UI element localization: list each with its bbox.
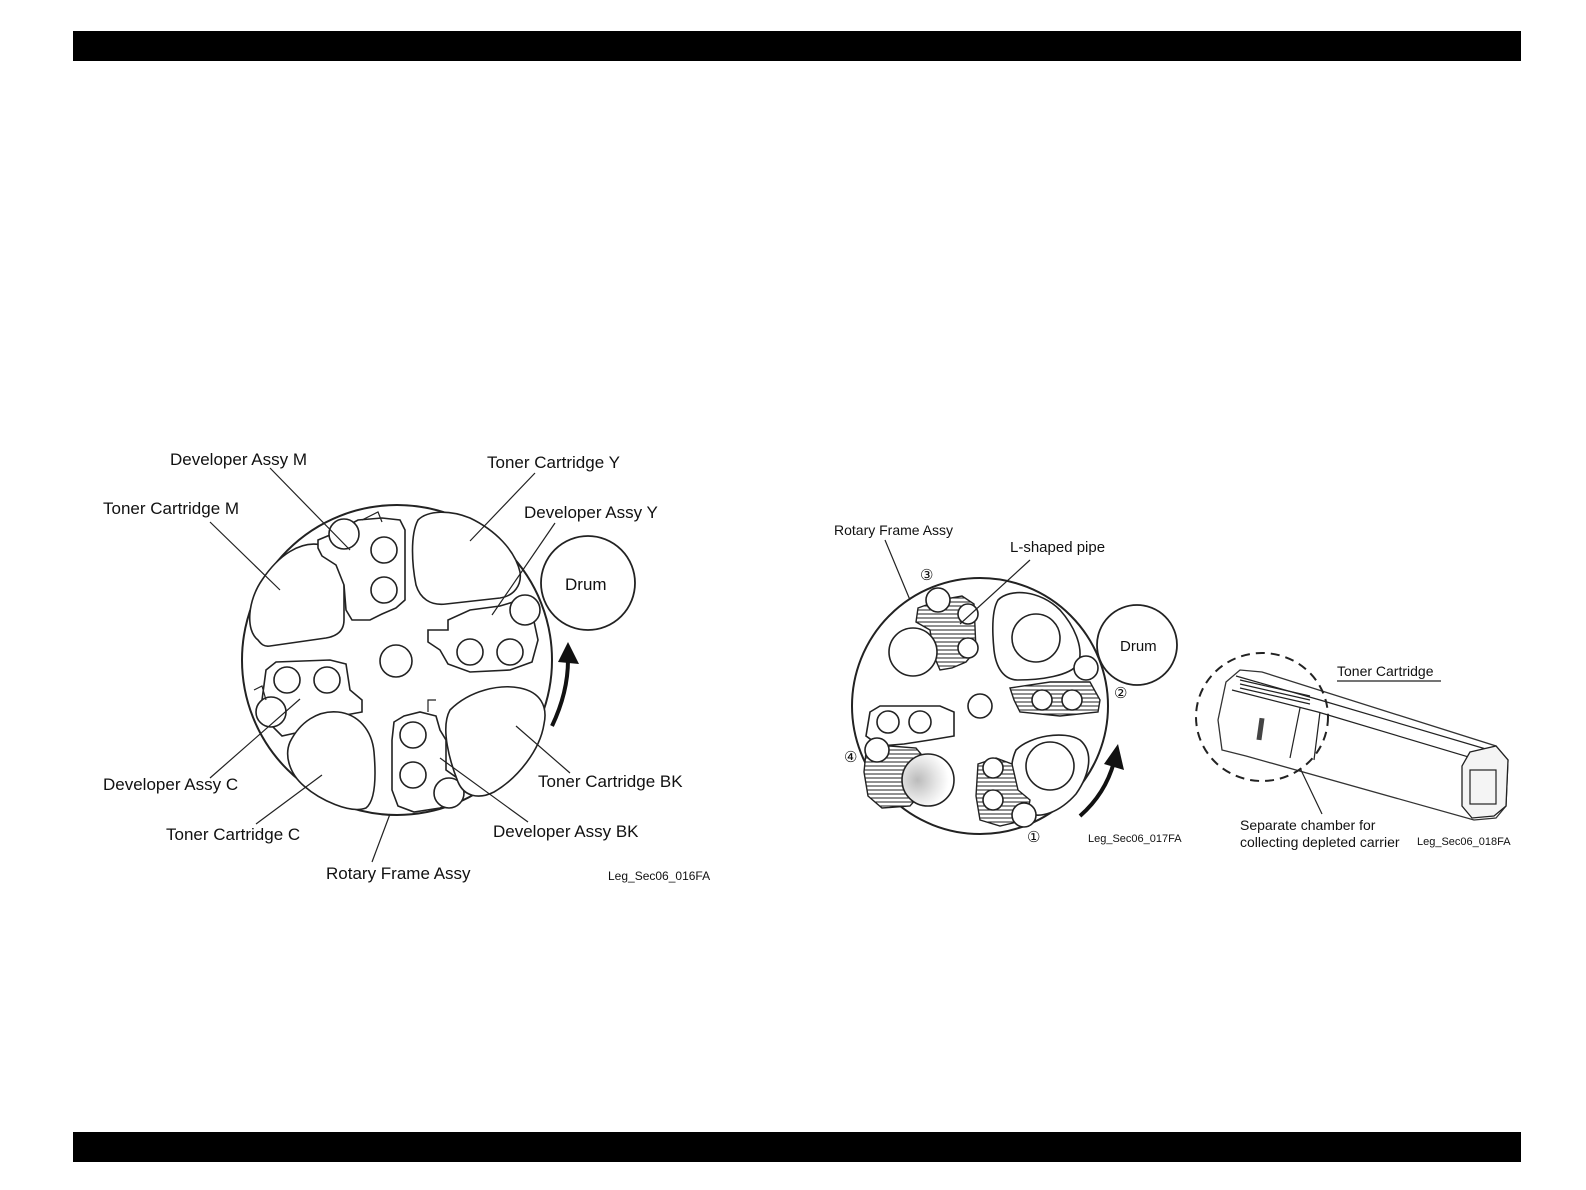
rotation-arrow [550,659,570,727]
label-separate-chamber-line1: Separate chamber for [1240,817,1376,833]
developer-c-auger-2 [313,666,341,694]
toner-cartridge-bk-shape [445,686,546,797]
roller-3c [957,637,979,659]
developer-bk-auger-2 [399,761,427,789]
label-developer-assy-bk: Developer Assy BK [493,822,639,841]
roller-2b [1031,689,1053,711]
toner-cartridge-diagram: Toner Cartridge Separate chamber for col… [1195,652,1511,850]
roller-4b [908,710,932,734]
toner-cartridge-y-shape [411,511,522,606]
rotary-hub-2 [967,693,993,719]
developer-y-roller [509,594,541,626]
developer-bk-auger-1 [399,721,427,749]
roller-2c [1061,689,1083,711]
cartridge-end-cap [1461,745,1509,819]
developer-bk-roller [433,777,465,809]
roller-1b [982,789,1004,811]
header-bar [73,31,1521,61]
label-drum-2: Drum [1120,638,1157,655]
position-4-marker: ④ [844,749,857,766]
developer-c-roller [255,696,287,728]
position-3-marker: ③ [920,567,933,584]
label-toner-cartridge-y: Toner Cartridge Y [487,453,620,472]
label-developer-assy-c: Developer Assy C [103,775,238,794]
figure-code-016: Leg_Sec06_016FA [608,869,710,883]
roller-2a [1073,655,1099,681]
toner-3-circle [888,627,938,677]
developer-m-roller [328,518,360,550]
developer-2-hatched [1009,681,1101,717]
roller-1a [982,757,1004,779]
toner-1-circle [1025,741,1075,791]
rotary-carrier-diagram: Rotary Frame Assy L-shaped pipe Drum ① ②… [834,522,1182,846]
footer-bar [73,1132,1521,1162]
drum-circle-2 [1096,604,1178,686]
toner-4-stippled [901,753,955,807]
roller-4a [876,710,900,734]
label-rotary-frame-assy-2: Rotary Frame Assy [834,522,953,538]
position-2-marker: ② [1114,685,1127,702]
developer-c-auger-1 [273,666,301,694]
label-separate-chamber-line2: collecting depleted carrier [1240,834,1400,850]
label-toner-cartridge: Toner Cartridge [1337,663,1434,679]
label-rotary-frame-assy: Rotary Frame Assy [326,864,471,883]
label-drum: Drum [565,575,607,594]
position-1-marker: ① [1027,829,1040,846]
roller-3a [925,587,951,613]
drum-circle [540,535,636,631]
label-toner-cartridge-c: Toner Cartridge C [166,825,300,844]
rotation-arrowhead-2 [1104,744,1124,770]
figure-code-017: Leg_Sec06_017FA [1088,833,1182,845]
rotation-arrowhead [558,642,579,664]
developer-m-auger-1 [370,536,398,564]
label-developer-assy-m: Developer Assy M [170,450,307,469]
label-toner-cartridge-bk: Toner Cartridge BK [538,772,683,791]
toner-cartridge-c-shape [286,711,376,811]
label-toner-cartridge-m: Toner Cartridge M [103,499,239,518]
developer-y-auger-2 [496,638,524,666]
toner-cartridge-body [1217,669,1509,821]
developer-y-auger-1 [456,638,484,666]
label-l-shaped-pipe: L-shaped pipe [1010,539,1105,556]
roller-3b [957,603,979,625]
rotary-developer-diagram: Developer Assy M Toner Cartridge M Toner… [103,450,710,883]
toner-2-circle [1011,613,1061,663]
roller-1c [1011,802,1037,828]
developer-m-auger-2 [370,576,398,604]
depleted-carrier-chamber-callout [1195,652,1329,782]
rotation-arrow-2 [1078,761,1116,818]
figure-code-018: Leg_Sec06_018FA [1417,836,1511,848]
roller-4c [864,737,890,763]
rotary-hub [379,644,413,678]
label-developer-assy-y: Developer Assy Y [524,503,658,522]
